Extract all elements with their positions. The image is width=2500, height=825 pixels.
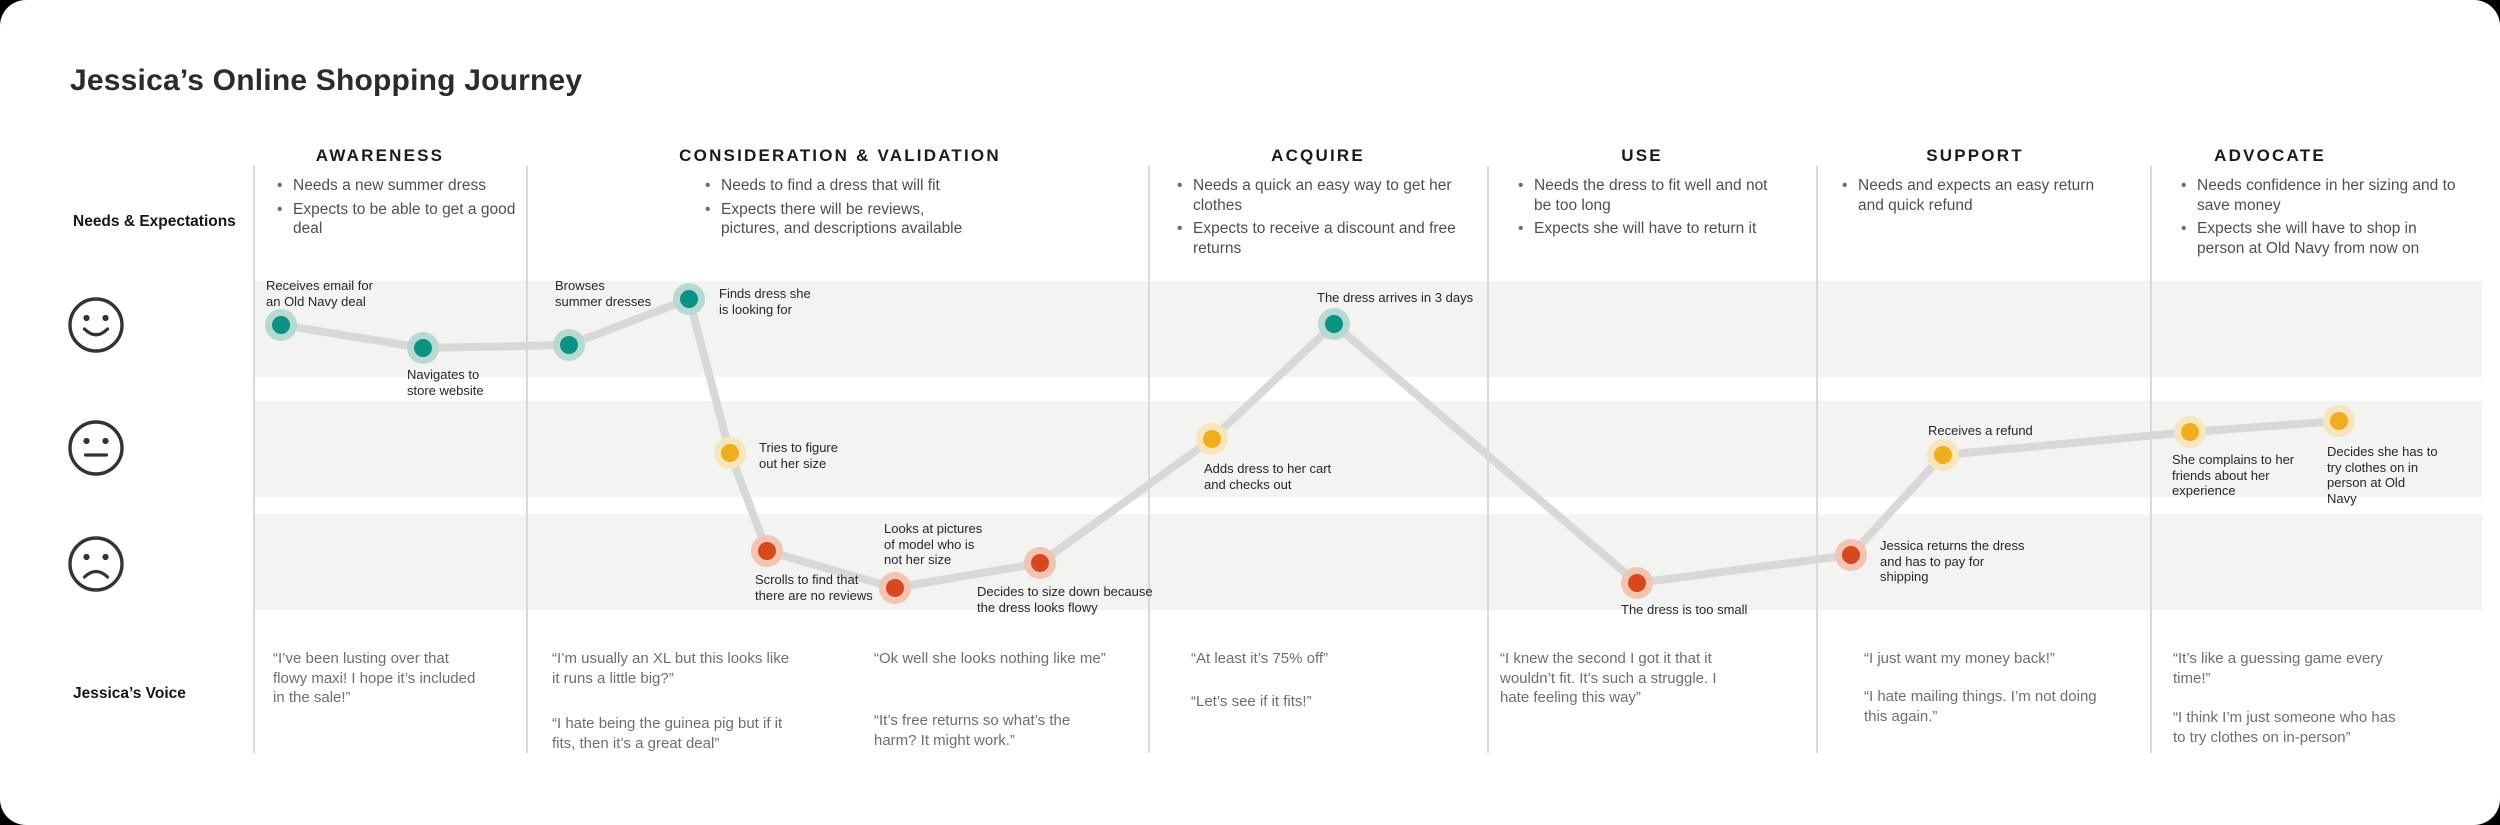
- journey-point-returns-dress: [1842, 546, 1860, 564]
- journey-point-dress-arrives: [1325, 315, 1343, 333]
- needs-item: Expects she will have to return it: [1518, 219, 1768, 239]
- stage-divider-support: [1816, 166, 1818, 753]
- journey-point-adds-to-cart: [1203, 430, 1221, 448]
- voice-quote-1: “I’ve been lusting over that flowy maxi!…: [273, 650, 476, 706]
- needs-list-use: Needs the dress to fit well and not be t…: [1518, 176, 1768, 243]
- voice-quote-5: “It’s free returns so what’s the harm? I…: [874, 712, 1071, 749]
- page-title: Jessica’s Online Shopping Journey: [70, 64, 583, 98]
- stage-divider-consideration-validation: [526, 166, 528, 753]
- journey-point-no-reviews: [758, 542, 776, 560]
- emotion-band-happy: [255, 281, 2482, 377]
- stage-divider-awareness: [253, 166, 255, 753]
- point-label-adds-to-cart: Adds dress to her cart and checks out: [1204, 461, 1332, 492]
- sad-face-icon: [66, 534, 126, 594]
- point-label-dress-arrives: The dress arrives in 3 days: [1317, 290, 1474, 305]
- journey-point-decides-try-in-person: [2330, 412, 2348, 430]
- needs-item: Needs the dress to fit well and not be t…: [1518, 176, 1767, 215]
- voice-quote-10: “I hate mailing things. I’m not doing th…: [1864, 688, 2097, 725]
- needs-list-acquire: Needs a quick an easy way to get her clo…: [1177, 176, 1456, 262]
- journey-point-sizes-down: [1031, 554, 1049, 572]
- stage-header-support: SUPPORT: [1926, 146, 2024, 165]
- stage-divider-acquire: [1148, 166, 1150, 753]
- voice-quote-9: “I just want my money back!”: [1864, 650, 2055, 667]
- point-label-tries-figure-size: Tries to figure out her size: [759, 440, 838, 471]
- point-label-returns-dress: Jessica returns the dress and has to pay…: [1880, 538, 2025, 584]
- point-label-model-not-her-size: Looks at pictures of model who is not he…: [884, 521, 983, 567]
- needs-item: Needs to find a dress that will fit: [705, 176, 962, 196]
- point-label-receives-email: Receives email for an Old Navy deal: [266, 278, 373, 309]
- stage-header-acquire: ACQUIRE: [1271, 146, 1365, 165]
- needs-item: Expects to be able to get a good deal: [277, 200, 515, 239]
- voice-quote-7: “Let’s see if it fits!”: [1191, 693, 1312, 710]
- journey-point-receives-email: [272, 316, 290, 334]
- journey-point-model-not-her-size: [886, 579, 904, 597]
- voice-quote-11: “It’s like a guessing game every time!”: [2173, 650, 2383, 687]
- voice-quote-2: “I’m usually an XL but this looks like i…: [552, 650, 790, 687]
- voice-quote-6: “At least it’s 75% off”: [1191, 650, 1329, 667]
- journey-point-navigates-website: [414, 339, 432, 357]
- point-label-complains-to-friends: She complains to her friends about her e…: [2172, 452, 2295, 498]
- point-label-browses-dresses: Browses summer dresses: [555, 278, 652, 309]
- voice-quote-12: “I think I’m just someone who has to try…: [2173, 709, 2396, 746]
- needs-list-advocate: Needs confidence in her sizing and to sa…: [2181, 176, 2456, 262]
- journey-point-browses-dresses: [560, 336, 578, 354]
- needs-item: Expects she will have to shop in person …: [2181, 219, 2456, 258]
- needs-list-awareness: Needs a new summer dressExpects to be ab…: [277, 176, 515, 243]
- needs-item: Needs and expects an easy return and qui…: [1842, 176, 2094, 215]
- journey-point-receives-refund: [1934, 446, 1952, 464]
- point-label-receives-refund: Receives a refund: [1928, 423, 2033, 438]
- emotion-band-sad: [255, 514, 2482, 610]
- voice-quote-3: “I hate being the guinea pig but if it f…: [552, 715, 783, 752]
- point-label-sizes-down: Decides to size down because the dress l…: [977, 584, 1153, 615]
- stage-header-use: USE: [1621, 146, 1663, 165]
- point-label-decides-try-in-person: Decides she has to try clothes on in per…: [2327, 444, 2438, 506]
- stage-divider-advocate: [2150, 166, 2152, 753]
- needs-item: Expects there will be reviews, pictures,…: [705, 200, 962, 239]
- point-label-no-reviews: Scrolls to find that there are no review…: [755, 572, 873, 603]
- needs-item: Needs a quick an easy way to get her clo…: [1177, 176, 1456, 215]
- journey-line: [277, 295, 2343, 592]
- voice-row-label: Jessica’s Voice: [73, 685, 186, 702]
- point-label-dress-too-small: The dress is too small: [1621, 602, 1748, 617]
- voice-quote-8: “I knew the second I got it that it woul…: [1500, 650, 1717, 706]
- journey-point-finds-dress: [680, 290, 698, 308]
- needs-item: Needs a new summer dress: [277, 176, 515, 196]
- needs-list-consideration-validation: Needs to find a dress that will fitExpec…: [705, 176, 962, 243]
- stage-header-awareness: AWARENESS: [315, 146, 445, 165]
- needs-row-label: Needs & Expectations: [73, 213, 236, 230]
- needs-item: Expects to receive a discount and free r…: [1177, 219, 1456, 258]
- needs-list-support: Needs and expects an easy return and qui…: [1842, 176, 2094, 219]
- voice-quote-4: “Ok well she looks nothing like me”: [874, 650, 1106, 667]
- neutral-face-icon: [66, 418, 126, 478]
- journey-point-dress-too-small: [1628, 574, 1646, 592]
- needs-item: Needs confidence in her sizing and to sa…: [2181, 176, 2455, 215]
- stage-header-advocate: ADVOCATE: [2214, 146, 2326, 165]
- point-label-finds-dress: Finds dress she is looking for: [719, 286, 811, 317]
- stage-header-consideration-validation: CONSIDERATION & VALIDATION: [679, 146, 1001, 165]
- journey-point-tries-figure-size: [721, 444, 739, 462]
- happy-face-icon: [66, 295, 126, 355]
- journey-point-complains-to-friends: [2181, 423, 2199, 441]
- point-label-navigates-website: Navigates to store website: [407, 367, 484, 398]
- emotion-band-neutral: [255, 401, 2482, 497]
